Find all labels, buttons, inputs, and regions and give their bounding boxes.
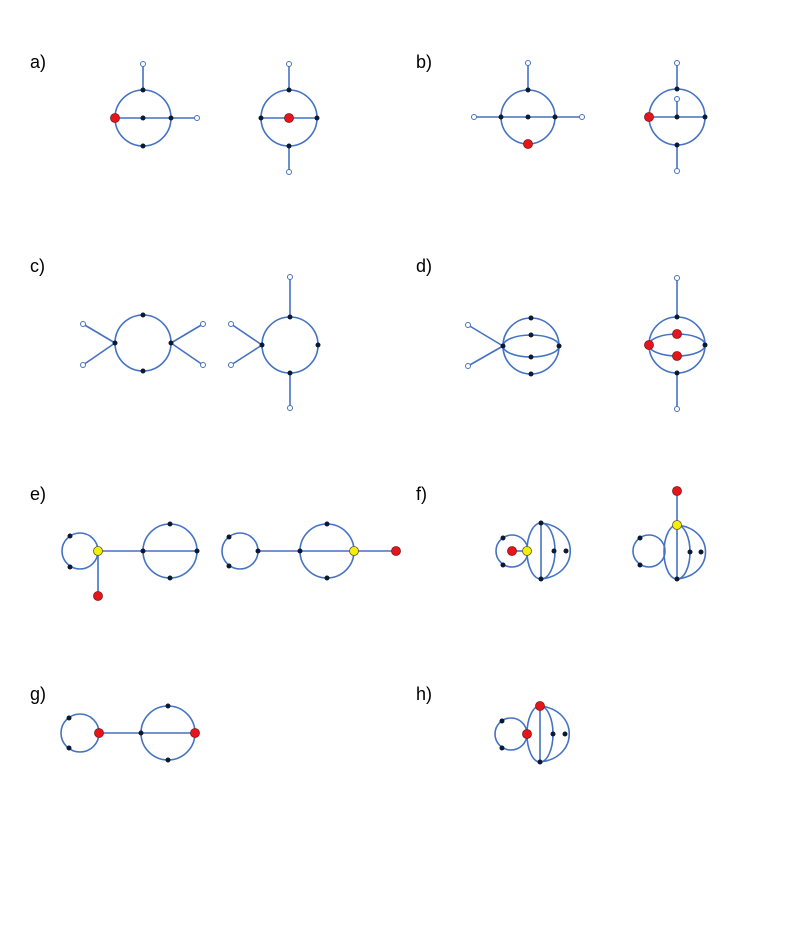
panel-label-f: f) xyxy=(416,484,427,504)
red-vertex xyxy=(523,139,533,149)
panel-g-diagram xyxy=(60,703,200,763)
panel-b-diagram-2 xyxy=(644,60,708,174)
yellow-vertex xyxy=(672,520,682,530)
red-vertex xyxy=(190,728,200,738)
panel-f-diagram-1 xyxy=(495,520,572,582)
panel-c-diagram-1 xyxy=(80,312,206,374)
panel-h-diagram xyxy=(494,701,571,765)
panel-label-h: h) xyxy=(416,684,432,704)
panel-e-diagram-1 xyxy=(61,521,200,601)
red-vertex xyxy=(284,113,294,123)
panel-label-d: d) xyxy=(416,256,432,276)
yellow-vertex xyxy=(522,546,532,556)
yellow-vertex xyxy=(349,546,359,556)
panel-a-diagram-2 xyxy=(258,61,320,175)
red-vertex xyxy=(93,591,103,601)
panel-d-diagram-1 xyxy=(465,315,562,377)
panel-label-a: a) xyxy=(30,52,46,72)
panel-d-diagram-2 xyxy=(644,275,708,412)
panel-c-diagram-2 xyxy=(228,274,321,411)
red-vertex xyxy=(644,340,654,350)
red-vertex xyxy=(522,729,532,739)
panel-b-diagram-1 xyxy=(471,60,585,149)
panel-a-diagram-1 xyxy=(110,61,200,149)
red-vertex xyxy=(672,329,682,339)
panel-label-e: e) xyxy=(30,484,46,504)
red-vertex xyxy=(391,546,401,556)
yellow-vertex xyxy=(93,546,103,556)
red-vertex xyxy=(672,486,682,496)
panel-label-b: b) xyxy=(416,52,432,72)
panel-label-c: c) xyxy=(30,256,45,276)
panel-label-g: g) xyxy=(30,684,46,704)
red-vertex xyxy=(672,351,682,361)
red-vertex xyxy=(535,701,545,711)
panel-f-diagram-2 xyxy=(632,486,707,582)
red-vertex xyxy=(507,546,517,556)
panel-e-diagram-2 xyxy=(221,521,401,581)
red-vertex xyxy=(110,113,120,123)
red-vertex xyxy=(644,112,654,122)
red-vertex xyxy=(94,728,104,738)
